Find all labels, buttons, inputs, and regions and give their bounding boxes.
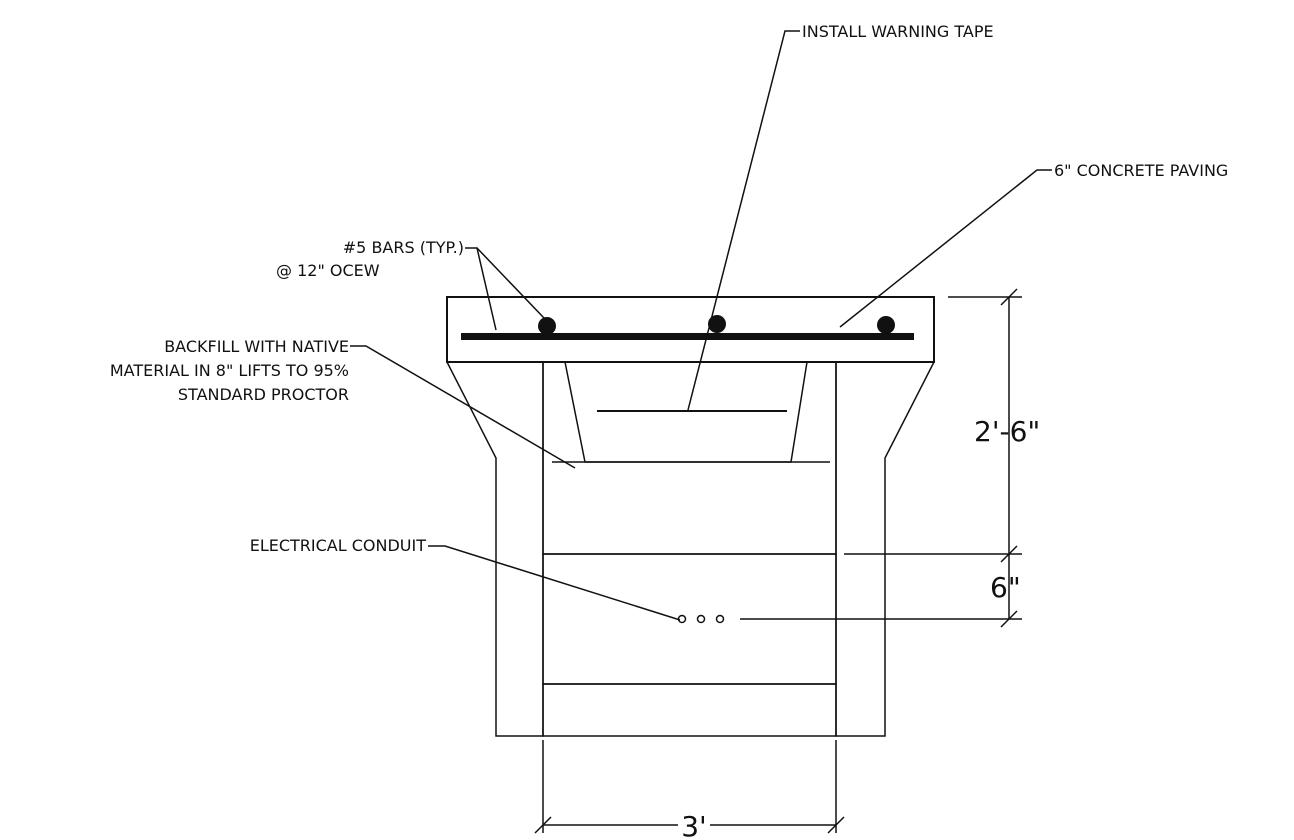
conduit-1: [677, 614, 687, 624]
label-backfill-line2: MATERIAL IN 8" LIFTS TO 95%: [110, 361, 349, 380]
label-conduit: ELECTRICAL CONDUIT: [250, 536, 427, 555]
dimension-bedding-depth-text: 6": [990, 571, 1021, 604]
leader-bars: [465, 247, 545, 331]
label-bars-line1: #5 BARS (TYP.): [343, 238, 464, 257]
label-bars-line2: @ 12" OCEW: [276, 261, 380, 280]
dimension-trench-width-text: 3': [681, 810, 707, 840]
label-backfill-line1: BACKFILL WITH NATIVE: [164, 337, 349, 356]
native-soil-wall-left: [445, 361, 544, 737]
rebar-bar-3: [877, 316, 895, 334]
electrical-conduits: [677, 614, 950, 624]
label-warning-tape: INSTALL WARNING TAPE: [802, 22, 994, 41]
label-backfill-line3: STANDARD PROCTOR: [178, 385, 349, 404]
rebar-bar-2: [708, 315, 726, 333]
longitudinal-bar: [461, 333, 914, 340]
dimension-total-depth: 2'-6": [948, 288, 1040, 563]
rebar: [461, 315, 914, 340]
conduit-3: [715, 614, 725, 624]
native-soil-wall-right: [835, 361, 936, 737]
leader-warning-tape: [687, 30, 800, 411]
leader-concrete-paving: [839, 169, 1052, 328]
dimension-total-depth-text: 2'-6": [974, 415, 1040, 448]
dimension-bedding-depth: 6": [844, 553, 1022, 628]
conduit-2: [696, 614, 706, 624]
excavation-outline: [552, 361, 830, 463]
native-soil-bottom: [542, 683, 837, 737]
leader-conduit: [428, 545, 681, 621]
leader-backfill: [350, 345, 576, 469]
concrete-paving-slab: [446, 296, 935, 363]
label-concrete-paving: 6" CONCRETE PAVING: [1054, 161, 1228, 180]
rebar-bar-1: [538, 317, 556, 335]
dimension-trench-width: 3': [534, 740, 845, 840]
